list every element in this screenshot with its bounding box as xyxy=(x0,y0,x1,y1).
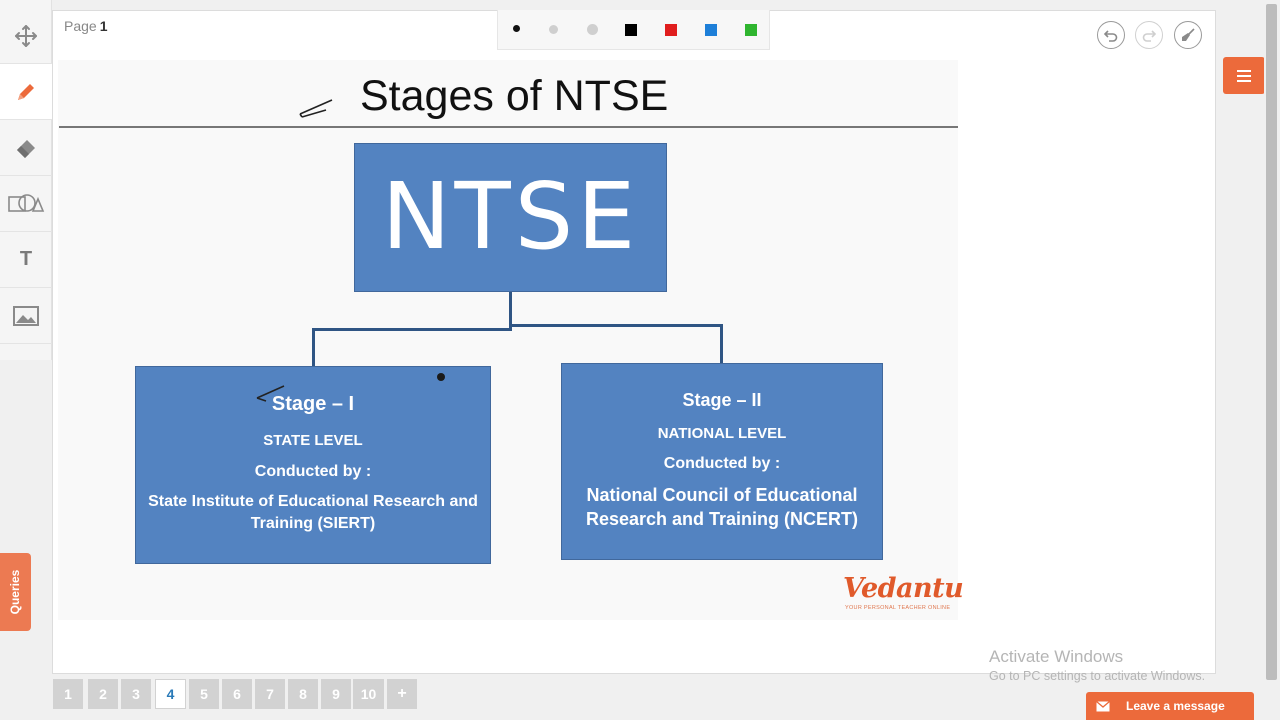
scrollbar-thumb[interactable] xyxy=(1266,4,1277,680)
add-page-button[interactable]: + xyxy=(387,679,417,709)
stage1-heading: Stage – I xyxy=(271,393,355,415)
page-label-text: Page xyxy=(64,18,97,34)
leave-message-label: Leave a message xyxy=(1126,699,1225,713)
broom-icon xyxy=(1182,28,1195,41)
redo-icon xyxy=(1142,30,1157,42)
stage1-box: Stage – I STATE LEVEL Conducted by : Sta… xyxy=(135,366,491,564)
connector-right-horizontal xyxy=(510,324,723,327)
stage1-conducted: Conducted by : xyxy=(254,463,372,480)
color-green[interactable] xyxy=(745,24,757,36)
page-button-5[interactable]: 5 xyxy=(189,679,219,709)
color-black[interactable] xyxy=(625,24,637,36)
image-tool-button[interactable] xyxy=(0,288,52,344)
shapes-tool-button[interactable] xyxy=(0,176,52,232)
stage2-conducted: Conducted by : xyxy=(663,455,781,472)
color-palette xyxy=(497,10,770,50)
queries-tab[interactable]: Queries xyxy=(0,553,31,631)
pen-size-small[interactable] xyxy=(513,25,520,32)
text-icon: T xyxy=(19,248,33,270)
vedantu-logo: Vedantu YOUR PERSONAL TEACHER ONLINE xyxy=(843,573,964,616)
pen-size-large[interactable] xyxy=(587,24,598,35)
title-divider xyxy=(59,126,958,128)
logo-tagline: YOUR PERSONAL TEACHER ONLINE xyxy=(845,605,951,611)
pen-annotation-mark xyxy=(299,99,333,118)
stage2-box: Stage – II NATIONAL LEVEL Conducted by :… xyxy=(561,363,883,560)
hamburger-menu-button[interactable] xyxy=(1223,57,1265,94)
redo-button[interactable] xyxy=(1135,21,1163,49)
envelope-icon xyxy=(1096,700,1110,711)
pen-tool-button[interactable] xyxy=(0,64,52,120)
page-button-9[interactable]: 9 xyxy=(321,679,351,709)
pen-size-medium[interactable] xyxy=(549,25,558,34)
stage1-org-line1: State Institute of Educational Research … xyxy=(148,493,478,510)
stage2-org-line2: Research and Training (NCERT) xyxy=(585,509,859,529)
pencil-icon xyxy=(18,83,34,100)
page-button-3[interactable]: 3 xyxy=(121,679,151,709)
page-button-8[interactable]: 8 xyxy=(288,679,318,709)
pen-annotation-dot xyxy=(437,373,445,381)
text-tool-button[interactable]: T xyxy=(0,232,52,288)
connector-vertical-top xyxy=(509,292,512,330)
shapes-icon xyxy=(8,193,45,212)
logo-wordmark: Vedantu xyxy=(843,573,964,604)
undo-icon xyxy=(1103,30,1118,42)
left-toolbar: T xyxy=(0,0,52,360)
stage2-heading: Stage – II xyxy=(682,390,762,410)
eraser-icon xyxy=(17,139,35,158)
page-button-4[interactable]: 4 xyxy=(155,679,186,709)
move-tool-button[interactable] xyxy=(0,8,52,64)
pen-annotation-tick xyxy=(256,385,285,402)
stage2-org-line1: National Council of Educational xyxy=(586,485,858,505)
stage1-org-line2: Training (SIERT) xyxy=(250,515,376,532)
connector-left-vertical xyxy=(312,328,315,366)
hamburger-menu-icon xyxy=(1237,69,1251,72)
queries-label: Queries xyxy=(8,569,22,615)
hamburger-line xyxy=(1237,74,1251,77)
ntse-box: NTSE xyxy=(354,143,667,292)
image-icon xyxy=(13,305,39,326)
stage2-level: NATIONAL LEVEL xyxy=(657,425,787,442)
page-number: 1 xyxy=(99,18,108,34)
color-blue[interactable] xyxy=(705,24,717,36)
stage1-level: STATE LEVEL xyxy=(263,432,363,449)
eraser-tool-button[interactable] xyxy=(0,120,52,176)
connector-left-horizontal xyxy=(312,328,512,331)
activate-windows-watermark: Activate Windows Go to PC settings to ac… xyxy=(989,647,1205,685)
page-button-7[interactable]: 7 xyxy=(255,679,285,709)
page-button-2[interactable]: 2 xyxy=(88,679,118,709)
activate-windows-title: Activate Windows xyxy=(989,647,1124,666)
leave-message-button[interactable]: Leave a message xyxy=(1086,692,1254,720)
color-red[interactable] xyxy=(665,24,677,36)
connector-right-vertical xyxy=(720,324,723,364)
move-arrows-icon xyxy=(15,24,37,47)
page-button-1[interactable]: 1 xyxy=(53,679,83,709)
page-button-10[interactable]: 10 xyxy=(353,679,384,709)
slide-title: Stages of NTSE xyxy=(360,72,669,120)
undo-button[interactable] xyxy=(1097,21,1125,49)
hamburger-line xyxy=(1237,79,1251,82)
page-button-6[interactable]: 6 xyxy=(222,679,252,709)
activate-windows-subtitle: Go to PC settings to activate Windows. xyxy=(989,669,1206,683)
clear-button[interactable] xyxy=(1174,21,1202,49)
